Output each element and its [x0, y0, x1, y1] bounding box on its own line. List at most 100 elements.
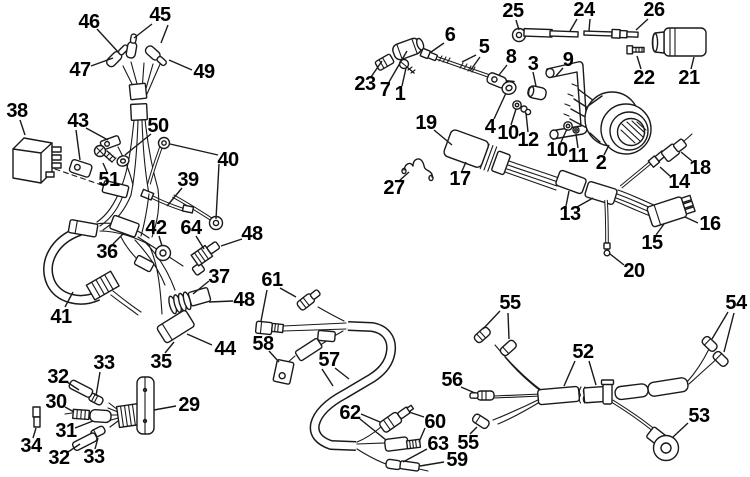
- callout-47: 47: [69, 59, 91, 81]
- callout-14: 14: [668, 171, 691, 193]
- s-harness-57: [254, 289, 429, 472]
- screw-22: [626, 45, 645, 55]
- callout-55: 55: [457, 432, 479, 454]
- leader-45: [160, 24, 169, 44]
- leader-9: [555, 67, 564, 77]
- callout-10: 10: [546, 139, 568, 161]
- callout-60: 60: [424, 411, 446, 433]
- upper-wire-bundle: [105, 33, 167, 196]
- rod-14: [619, 150, 667, 189]
- callout-9: 9: [563, 49, 574, 71]
- leader-32: [67, 443, 81, 453]
- callout-53: 53: [688, 405, 710, 427]
- callout-64: 64: [180, 217, 203, 239]
- leader-43: [85, 127, 109, 141]
- connector-16: [614, 189, 696, 228]
- leader-26: [635, 18, 649, 31]
- leader-32: [66, 381, 80, 391]
- gauge-2: [563, 83, 652, 155]
- harness-13: [504, 160, 618, 205]
- leader-15: [655, 223, 665, 236]
- leader-43: [75, 129, 81, 161]
- leader-55: [507, 312, 510, 340]
- cap-21: [651, 27, 707, 57]
- leader-41: [64, 291, 74, 308]
- leader-62: [360, 413, 381, 423]
- leader-57: [334, 367, 350, 380]
- connector-23: [374, 53, 395, 71]
- leader-64: [195, 235, 205, 250]
- leader-12: [525, 112, 529, 133]
- leader-39: [166, 187, 183, 207]
- callout-25: 25: [502, 0, 524, 22]
- leader-24: [588, 18, 591, 32]
- leader-52: [563, 360, 576, 387]
- callout-8: 8: [506, 46, 517, 68]
- tip-60a: [397, 404, 415, 419]
- callout-10: 10: [497, 122, 519, 144]
- callout-22: 22: [633, 67, 655, 89]
- coil-37: [168, 287, 212, 315]
- callout-35: 35: [150, 351, 172, 373]
- leader-60: [408, 411, 425, 418]
- washer-50: [116, 155, 130, 167]
- leader-49: [168, 59, 193, 71]
- leader-18: [680, 151, 693, 162]
- callout-37: 37: [208, 266, 230, 288]
- leader-56: [460, 386, 476, 394]
- leader-31: [74, 420, 94, 429]
- leader-48: [208, 300, 234, 303]
- callout-36: 36: [96, 241, 118, 263]
- leader-40: [169, 143, 219, 156]
- leader-51: [102, 162, 108, 173]
- leader-46: [96, 28, 120, 54]
- callout-27: 27: [383, 177, 405, 199]
- connector-17: [443, 129, 511, 176]
- callout-24: 24: [573, 0, 596, 21]
- tip-30: [72, 408, 91, 421]
- battery-cable-41: [43, 219, 142, 316]
- sleeve-59: [399, 460, 421, 472]
- callout-43: 43: [67, 110, 89, 132]
- callout-5: 5: [479, 36, 490, 58]
- harness-52: [469, 326, 729, 462]
- fitting-6: [419, 47, 438, 62]
- leader-34: [32, 427, 37, 439]
- leader-10: [560, 128, 568, 143]
- callout-6: 6: [445, 24, 456, 46]
- callout-33: 33: [83, 446, 105, 468]
- connector-31: [89, 408, 112, 424]
- leader-40: [215, 163, 220, 220]
- ground-plate-58: [272, 359, 295, 385]
- callout-19: 19: [415, 112, 437, 134]
- callout-54: 54: [725, 292, 748, 314]
- leader-48: [220, 238, 243, 247]
- leader-57: [321, 368, 334, 387]
- leader-3: [532, 71, 537, 87]
- connector-29-assembly: [32, 376, 155, 452]
- callout-30: 30: [45, 391, 67, 413]
- callout-41: 41: [50, 306, 72, 328]
- leader-23: [370, 60, 383, 78]
- callout-17: 17: [449, 168, 471, 190]
- bulb-3: [527, 85, 547, 101]
- leader-55: [482, 310, 501, 330]
- callout-4: 4: [485, 116, 497, 138]
- leader-62: [359, 418, 387, 441]
- callout-45: 45: [149, 4, 171, 26]
- callout-62: 62: [339, 402, 361, 424]
- callout-2: 2: [596, 152, 607, 174]
- leader-33: [94, 437, 99, 450]
- callout-52: 52: [572, 341, 594, 363]
- bullet-55b: [499, 339, 517, 357]
- callout-56: 56: [441, 369, 463, 391]
- callout-23: 23: [354, 73, 376, 95]
- leader-13: [565, 190, 570, 207]
- leader-14: [659, 166, 671, 177]
- leader-29: [153, 405, 177, 411]
- ring-terminal-42: [120, 236, 172, 273]
- leader-6: [430, 42, 445, 53]
- leader-54: [711, 311, 729, 340]
